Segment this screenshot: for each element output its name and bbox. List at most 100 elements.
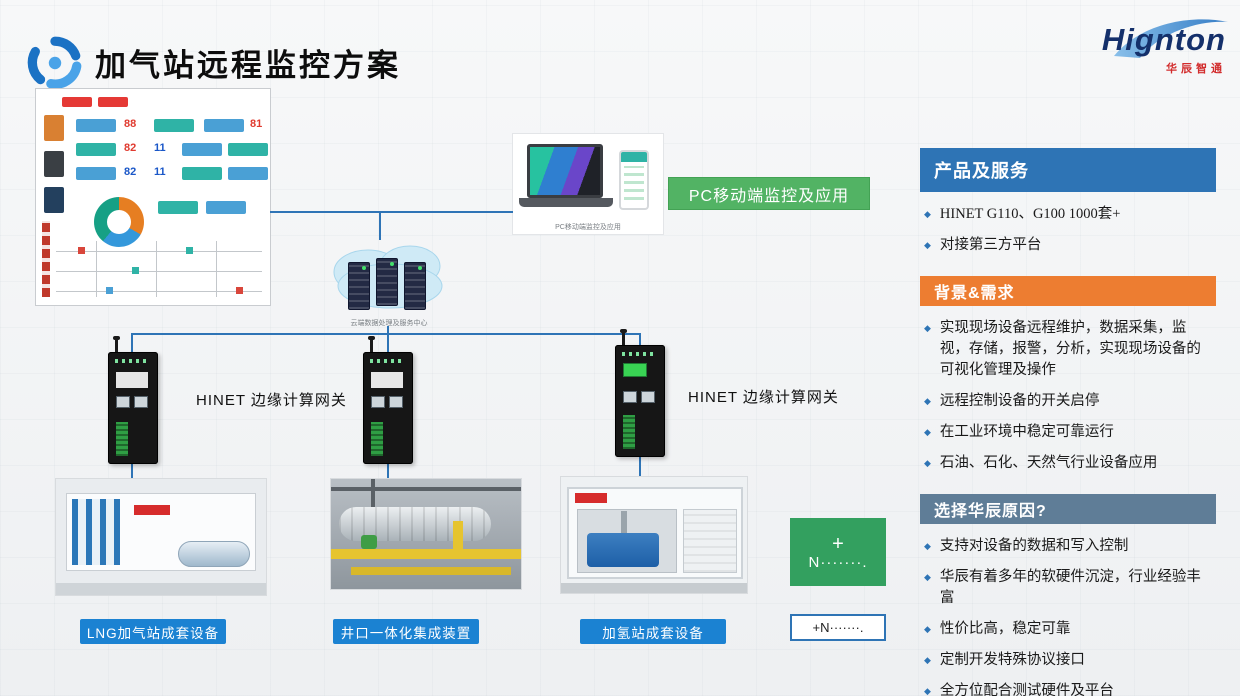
hinet-gateway-device [108, 336, 158, 464]
server-icon [404, 262, 426, 310]
products-list: HINET G110、G100 1000套+ 对接第三方平台 [920, 192, 1216, 276]
list-item-text: 支持对设备的数据和写入控制 [939, 538, 1129, 555]
schematic-node [132, 267, 139, 274]
list-item-text: 石油、石化、天然气行业设备应用 [939, 455, 1158, 472]
pc-monitoring-tag: PC移动端监控及应用 [668, 177, 870, 210]
list-item-text: 远程控制设备的开关启停 [939, 393, 1100, 410]
red-pipe-graphic [42, 221, 50, 297]
scada-chip [182, 143, 222, 156]
scada-value: 11 [154, 166, 166, 178]
scada-value: 11 [154, 142, 166, 154]
antenna-icon [368, 336, 375, 352]
gateway-label-right: HINET 边缘计算网关 [688, 389, 839, 406]
diamond-bullet-icon [924, 567, 931, 609]
diamond-bullet-icon [924, 650, 931, 671]
device-thumb-icon [44, 151, 64, 177]
company-swirl-logo-icon [27, 36, 82, 89]
laptop-base [519, 198, 613, 207]
pc-mobile-photo: PC移动端监控及应用 [512, 133, 664, 235]
more-devices-box: + N·······. [790, 518, 886, 586]
info-sidebar: 产品及服务 HINET G110、G100 1000套+ 对接第三方平台 背景&… [920, 148, 1216, 696]
list-item: 华辰有着多年的软硬件沉淀，行业经验丰富 [924, 567, 1214, 609]
schematic-node [186, 247, 193, 254]
antenna-icon [620, 329, 627, 345]
diamond-bullet-icon [924, 391, 931, 412]
connector-line [131, 462, 133, 480]
scada-value: 82 [124, 142, 137, 154]
list-item: 性价比高，稳定可靠 [924, 619, 1214, 640]
section-header-products: 产品及服务 [920, 148, 1216, 192]
list-item-text: HINET G110、G100 1000套+ [939, 206, 1121, 222]
connector-line [639, 457, 641, 477]
list-item: 石油、石化、天然气行业设备应用 [924, 453, 1214, 474]
diamond-bullet-icon [924, 453, 931, 474]
scada-chip [182, 167, 222, 180]
cloud-servers-photo: 云端数据处理及服务中心 [318, 238, 460, 330]
schematic-node [78, 247, 85, 254]
schematic-node [236, 287, 243, 294]
diamond-bullet-icon [924, 619, 931, 640]
scada-value: 82 [124, 166, 137, 178]
schematic-line [56, 251, 262, 252]
diamond-bullet-icon [924, 681, 931, 696]
connector-line [379, 211, 381, 240]
scada-red-button [62, 97, 92, 107]
scada-chip [154, 119, 194, 132]
lng-station-photo [55, 478, 267, 596]
equipment-label-hydrogen: 加氢站成套设备 [580, 619, 726, 644]
list-item-text: 华辰有着多年的软硬件沉淀，行业经验丰富 [939, 569, 1201, 607]
connector-line [387, 326, 389, 335]
schematic-line [56, 271, 262, 272]
connector-line [387, 333, 389, 353]
antenna-icon [113, 336, 120, 352]
hinet-gateway-device [615, 329, 665, 457]
device-thumb-icon [44, 115, 64, 141]
scada-red-button [98, 97, 128, 107]
gateway-label-left: HINET 边缘计算网关 [196, 392, 347, 409]
diamond-bullet-icon [924, 204, 931, 225]
cloud-caption: 云端数据处理及服务中心 [350, 320, 428, 327]
diamond-bullet-icon [924, 536, 931, 557]
brand-subtitle: 华辰智通 [1166, 63, 1226, 75]
connector-line [639, 333, 641, 347]
list-item-text: 对接第三方平台 [939, 237, 1042, 254]
section-header-background: 背景&需求 [920, 276, 1216, 307]
schematic-line [96, 241, 97, 297]
list-item-text: 定制开发特殊协议接口 [939, 652, 1085, 669]
scada-chip [76, 143, 116, 156]
connector-line [387, 464, 389, 480]
scada-chip [228, 143, 268, 156]
scada-chip [206, 201, 246, 214]
list-item: 全方位配合测试硬件及平台 [924, 681, 1214, 696]
connector-line [270, 211, 513, 213]
laptop-icon [527, 144, 603, 198]
list-item: 实现现场设备远程维护，数据采集，监视，存储，报警，分析，实现现场设备的可视化管理… [924, 318, 1214, 381]
why-us-list: 支持对设备的数据和写入控制 华辰有着多年的软硬件沉淀，行业经验丰富 性价比高，稳… [920, 524, 1216, 696]
scada-chip [228, 167, 268, 180]
gateway-screen [623, 363, 647, 377]
more-devices-label: +N·······. [790, 614, 886, 641]
plus-sign: + [832, 532, 844, 555]
connector-line [131, 333, 133, 353]
schematic-line [56, 291, 262, 292]
n-dots: N·······. [808, 553, 868, 571]
list-item: 对接第三方平台 [924, 235, 1214, 256]
equipment-label-wellhead: 井口一体化集成装置 [333, 619, 479, 644]
server-icon [348, 262, 370, 310]
phone-icon [619, 150, 649, 210]
brand-logo: Hignton 华辰智通 [1062, 19, 1228, 92]
list-item: 在工业环境中稳定可靠运行 [924, 422, 1214, 443]
brand-name: Hignton [1101, 22, 1226, 57]
list-item: 远程控制设备的开关启停 [924, 391, 1214, 412]
wellhead-device-photo [330, 478, 522, 590]
scada-value: 88 [124, 118, 137, 130]
diamond-bullet-icon [924, 422, 931, 443]
hinet-gateway-device [363, 336, 413, 464]
scada-chip [158, 201, 198, 214]
page-title: 加气站远程监控方案 [95, 48, 401, 83]
scada-chip [76, 119, 116, 132]
connector-line [131, 333, 641, 335]
server-icon [376, 258, 398, 306]
list-item: 支持对设备的数据和写入控制 [924, 536, 1214, 557]
list-item-text: 性价比高，稳定可靠 [939, 621, 1071, 638]
